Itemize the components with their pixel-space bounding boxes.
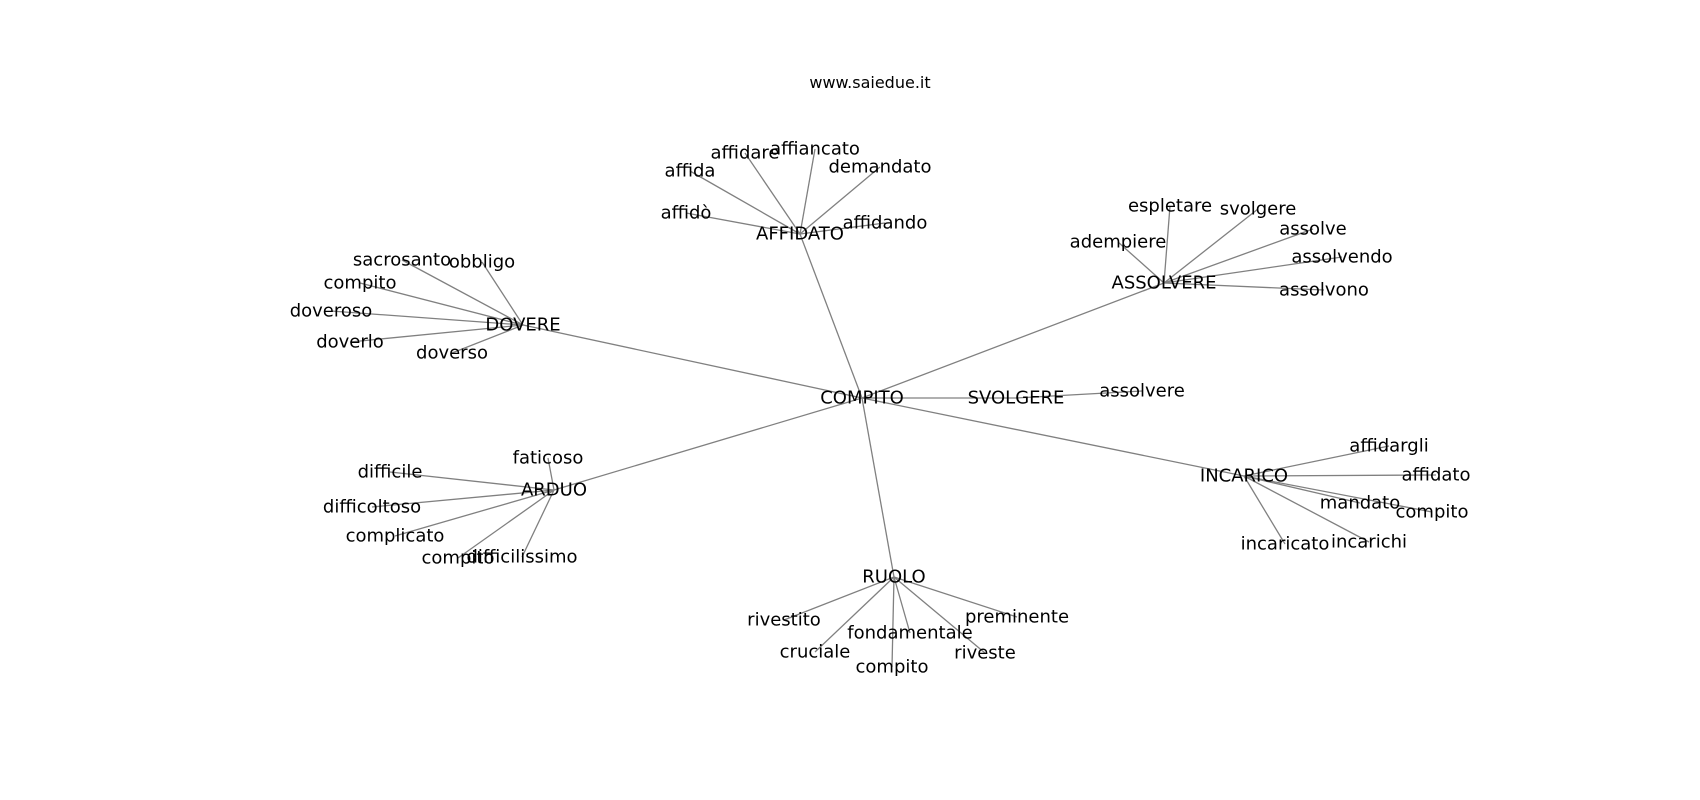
edge-incarico-incarichi xyxy=(1243,475,1370,543)
node-hub-affidato[interactable]: AFFIDATO xyxy=(756,224,844,245)
node-leaf-arduo-complicato[interactable]: complicato xyxy=(346,526,445,547)
edge-ruolo-cruciale xyxy=(814,576,895,653)
edge-ruolo-fondamentale xyxy=(893,576,911,634)
edge-affidato-affidando xyxy=(799,222,886,235)
node-hub-svolgere[interactable]: SVOLGERE xyxy=(968,388,1065,409)
edge-dovere-doverlo xyxy=(349,324,524,343)
edge-arduo-difficoltoso xyxy=(371,489,555,508)
node-leaf-svolgere-assolvere[interactable]: assolvere xyxy=(1099,381,1185,402)
edge-arduo-complicato xyxy=(394,489,555,537)
edge-arduo-difficilissimo xyxy=(521,489,555,558)
node-leaf-assolvere-assolvendo[interactable]: assolvendo xyxy=(1291,247,1392,268)
node-leaf-arduo-difficile[interactable]: difficile xyxy=(358,462,423,483)
edge-svolgere-assolvere xyxy=(1015,390,1143,399)
edge-compito-affidato xyxy=(799,233,863,399)
edge-assolvere-espletare xyxy=(1163,205,1171,284)
node-leaf-ruolo-preminente[interactable]: preminente xyxy=(965,607,1069,628)
node-leaf-assolvere-svolgere[interactable]: svolgere xyxy=(1220,199,1297,220)
node-leaf-affidato-affiancato[interactable]: affiancato xyxy=(770,139,860,160)
node-leaf-ruolo-riveste[interactable]: riveste xyxy=(954,643,1016,664)
node-leaf-assolvere-espletare[interactable]: espletare xyxy=(1128,196,1212,217)
node-leaf-affidato-affidare[interactable]: affidare xyxy=(711,143,780,164)
edge-arduo-faticoso xyxy=(547,457,555,491)
node-leaf-dovere-obbligo[interactable]: obbligo xyxy=(449,252,515,273)
edge-dovere-obbligo xyxy=(481,261,524,326)
node-hub-ruolo[interactable]: RUOLO xyxy=(862,567,925,588)
edge-ruolo-riveste xyxy=(893,576,986,654)
node-leaf-incarico-affidargli[interactable]: affidargli xyxy=(1349,436,1428,457)
edge-dovere-compito xyxy=(359,282,524,326)
node-leaf-arduo-difficilissimo[interactable]: difficilissimo xyxy=(466,547,577,568)
node-leaf-assolvere-assolve[interactable]: assolve xyxy=(1279,219,1347,240)
node-leaf-incarico-compito[interactable]: compito xyxy=(1396,502,1469,523)
node-hub-incarico[interactable]: INCARICO xyxy=(1200,466,1288,487)
edge-dovere-doverso xyxy=(451,324,524,354)
node-leaf-ruolo-cruciale[interactable]: cruciale xyxy=(780,642,851,663)
node-leaf-arduo-difficoltoso[interactable]: difficoltoso xyxy=(323,497,421,518)
edge-layer xyxy=(330,148,1437,668)
node-hub-dovere[interactable]: DOVERE xyxy=(485,315,560,336)
edge-ruolo-compito xyxy=(891,576,895,668)
edge-affidato-demandato xyxy=(799,166,881,235)
edge-assolvere-assolve xyxy=(1163,228,1314,284)
node-leaf-dovere-doverso[interactable]: doverso xyxy=(416,343,488,364)
node-leaf-affidato-affidando[interactable]: affidando xyxy=(843,213,928,234)
node-leaf-ruolo-rivestito[interactable]: rivestito xyxy=(747,610,821,631)
node-hub-assolvere[interactable]: ASSOLVERE xyxy=(1112,273,1217,294)
edge-arduo-compito xyxy=(457,489,555,559)
edge-dovere-doveroso xyxy=(330,310,524,326)
node-leaf-incarico-affidato[interactable]: affidato xyxy=(1402,465,1471,486)
node-leaf-ruolo-compito[interactable]: compito xyxy=(856,657,929,678)
edge-arduo-difficile xyxy=(389,471,555,491)
node-hub-arduo[interactable]: ARDUO xyxy=(521,480,587,501)
node-leaf-dovere-sacrosanto[interactable]: sacrosanto xyxy=(353,250,451,271)
edge-affidato-affiancato xyxy=(799,148,816,235)
edge-assolvere-adempiere xyxy=(1117,241,1165,284)
edge-dovere-sacrosanto xyxy=(401,259,524,326)
edge-assolvere-svolgere xyxy=(1163,208,1259,284)
node-leaf-affidato-affido[interactable]: affidò xyxy=(661,203,712,224)
label-layer: COMPITO AFFIDATO affidareaffiancatodemanda… xyxy=(290,139,1471,678)
edge-affidato-affida xyxy=(689,170,801,235)
node-leaf-assolvere-assolvono[interactable]: assolvono xyxy=(1279,280,1369,301)
edge-incarico-affidato xyxy=(1243,474,1437,477)
edge-affidato-affidare xyxy=(744,152,801,235)
edge-assolvere-assolvono xyxy=(1163,282,1325,291)
edge-compito-dovere xyxy=(522,324,863,399)
node-leaf-dovere-doveroso[interactable]: doveroso xyxy=(290,301,373,322)
edge-compito-ruolo xyxy=(861,397,895,578)
node-leaf-incarico-mandato[interactable]: mandato xyxy=(1320,493,1401,514)
edge-compito-arduo xyxy=(553,397,863,491)
node-leaf-affidato-demandato[interactable]: demandato xyxy=(829,157,932,178)
edge-incarico-affidargli xyxy=(1243,445,1390,477)
edge-compito-assolvere xyxy=(861,282,1165,399)
source-title: www.saiedue.it xyxy=(809,73,930,92)
edge-ruolo-rivestito xyxy=(783,576,895,621)
node-leaf-arduo-faticoso[interactable]: faticoso xyxy=(513,448,584,469)
node-leaf-incarico-incarichi[interactable]: incarichi xyxy=(1331,532,1407,553)
node-leaf-dovere-doverlo[interactable]: doverlo xyxy=(316,332,384,353)
node-leaf-ruolo-fondamentale[interactable]: fondamentale xyxy=(847,623,972,644)
edge-assolvere-assolvendo xyxy=(1163,256,1343,284)
node-leaf-incarico-incaricato[interactable]: incaricato xyxy=(1241,534,1330,555)
node-leaf-affidato-affida[interactable]: affida xyxy=(665,161,716,182)
node-compito-center[interactable]: COMPITO xyxy=(820,388,904,409)
node-leaf-arduo-compito[interactable]: compito xyxy=(422,548,495,569)
edge-incarico-incaricato xyxy=(1243,475,1286,545)
edge-affidato-affido xyxy=(685,212,801,235)
edge-incarico-compito xyxy=(1243,475,1433,513)
node-leaf-dovere-compito[interactable]: compito xyxy=(324,273,397,294)
node-leaf-assolvere-adempiere[interactable]: adempiere xyxy=(1070,232,1167,253)
edge-incarico-mandato xyxy=(1243,475,1361,504)
edge-compito-incarico xyxy=(861,397,1245,477)
edge-ruolo-preminente xyxy=(893,576,1018,618)
